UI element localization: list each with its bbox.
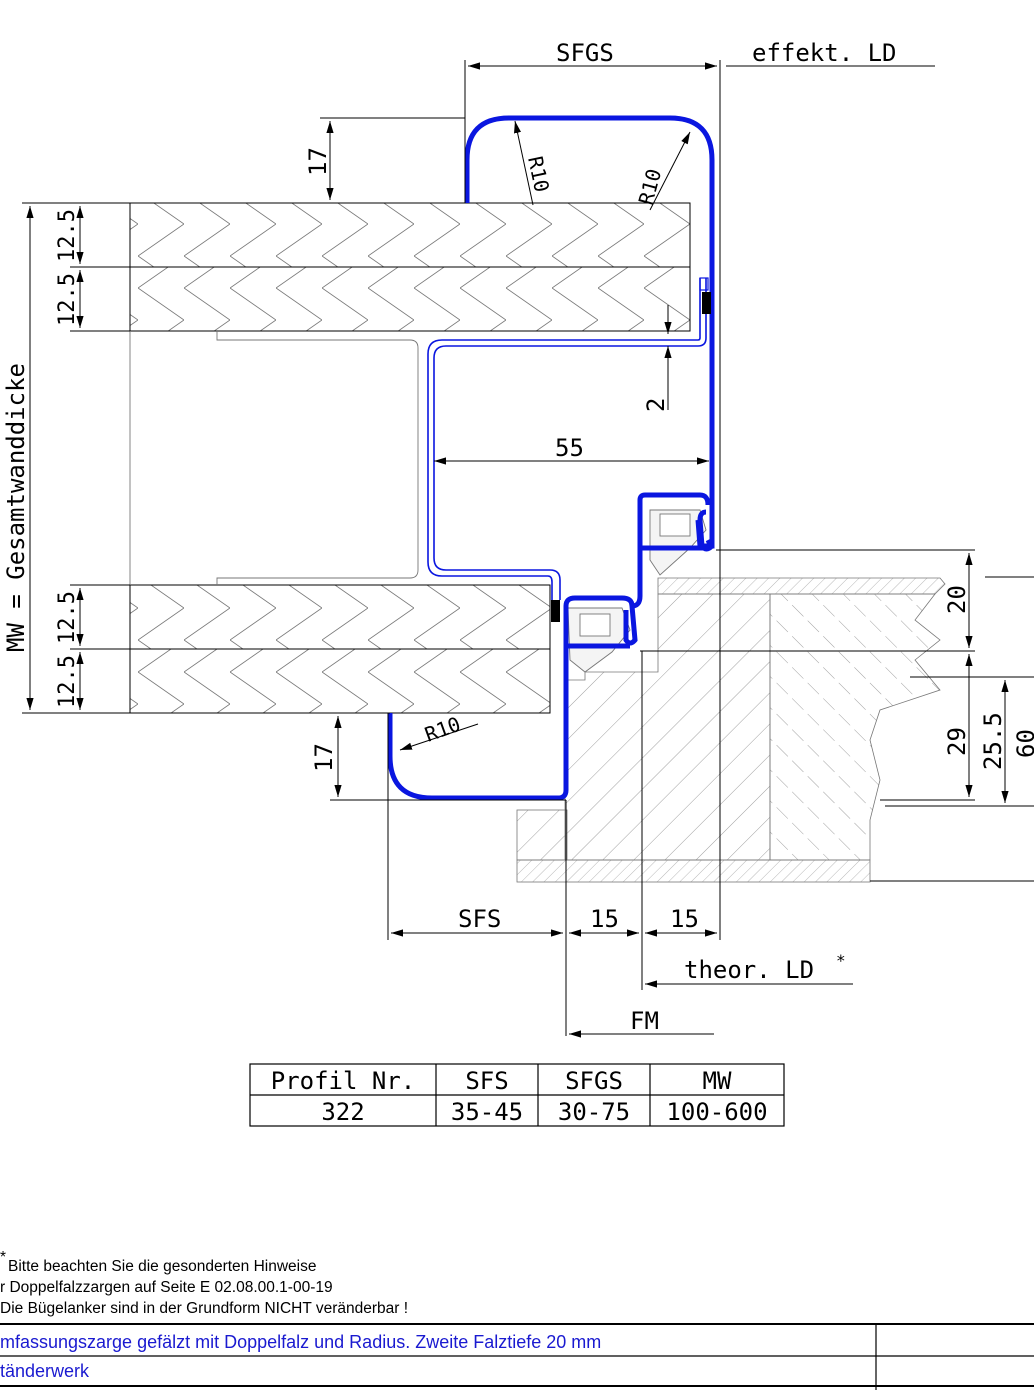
title-row-2: tänderwerk: [0, 1361, 90, 1381]
dim-wall-thickness-label: MW = Gesamtwanddicke: [2, 363, 30, 652]
stud-cavity: [129, 331, 419, 585]
dimension-lines: [22, 60, 1034, 1038]
table-cell-profil: 322: [321, 1098, 364, 1126]
dim-sfs-label: SFS: [458, 905, 501, 933]
dim-effekt-ld-label: effekt. LD: [752, 39, 897, 67]
dim-radius-3-label: R10: [422, 712, 464, 747]
dim-bottom-return-label: 17: [310, 743, 338, 772]
table-header-mw: MW: [703, 1067, 732, 1095]
notes-line-2: r Doppelfalzzargen auf Seite E 02.08.00.…: [0, 1279, 333, 1296]
dim-board-bottom-1-label: 12.5: [55, 591, 80, 644]
title-block: [0, 1323, 1034, 1390]
asterisk-mark: *: [836, 951, 846, 970]
dim-15-b-label: 15: [670, 905, 699, 933]
dim-fm-label: FM: [630, 1007, 659, 1035]
adhesive-pad-top: [702, 292, 711, 314]
table-cell-sfs: 35-45: [451, 1098, 523, 1126]
table-header-sfgs: SFGS: [565, 1067, 623, 1095]
dim-60-label: 60: [1012, 729, 1034, 758]
dim-board-bottom-2-label: 12.5: [55, 655, 80, 708]
notes-line-3: Die Bügelanker sind in der Grundform NIC…: [0, 1300, 408, 1317]
notes-asterisk: *: [0, 1249, 6, 1266]
dim-15-a-label: 15: [590, 905, 619, 933]
dim-top-return-label: 17: [304, 147, 332, 176]
dim-radius-1-label: R10: [523, 154, 554, 194]
door-leaf: [516, 577, 946, 883]
dim-gap-label: 2: [642, 398, 670, 412]
table-cell-mw: 100-600: [666, 1098, 767, 1126]
title-row-1: mfassungszarge gefälzt mit Doppelfalz un…: [0, 1332, 601, 1352]
wall-boards-top: [129, 202, 691, 332]
table-cell-sfgs: 30-75: [558, 1098, 630, 1126]
dim-sfgs-label: SFGS: [556, 39, 614, 67]
profile-table: [249, 1063, 785, 1127]
dim-board-top-1-label: 12.5: [55, 209, 80, 262]
dim-theor-ld-label: theor. LD: [684, 956, 814, 984]
wall-boards-bottom: [129, 584, 551, 714]
notes-line-1: Bitte beachten Sie die gesonderten Hinwe…: [8, 1258, 316, 1275]
seal-lower: [567, 607, 631, 673]
dim-29-label: 29: [943, 727, 971, 756]
dim-rebate-20-label: 20: [943, 585, 971, 614]
steel-frame-profile: [387, 115, 715, 801]
dim-width-55-label: 55: [555, 434, 584, 462]
adhesive-pad-bottom: [551, 600, 560, 622]
dim-radius-2-label: R10: [634, 166, 667, 207]
table-header-profil: Profil Nr.: [271, 1067, 416, 1095]
dim-board-top-2-label: 12.5: [55, 273, 80, 326]
dim-25-5-label: 25.5: [979, 712, 1007, 770]
table-header-sfs: SFS: [465, 1067, 508, 1095]
